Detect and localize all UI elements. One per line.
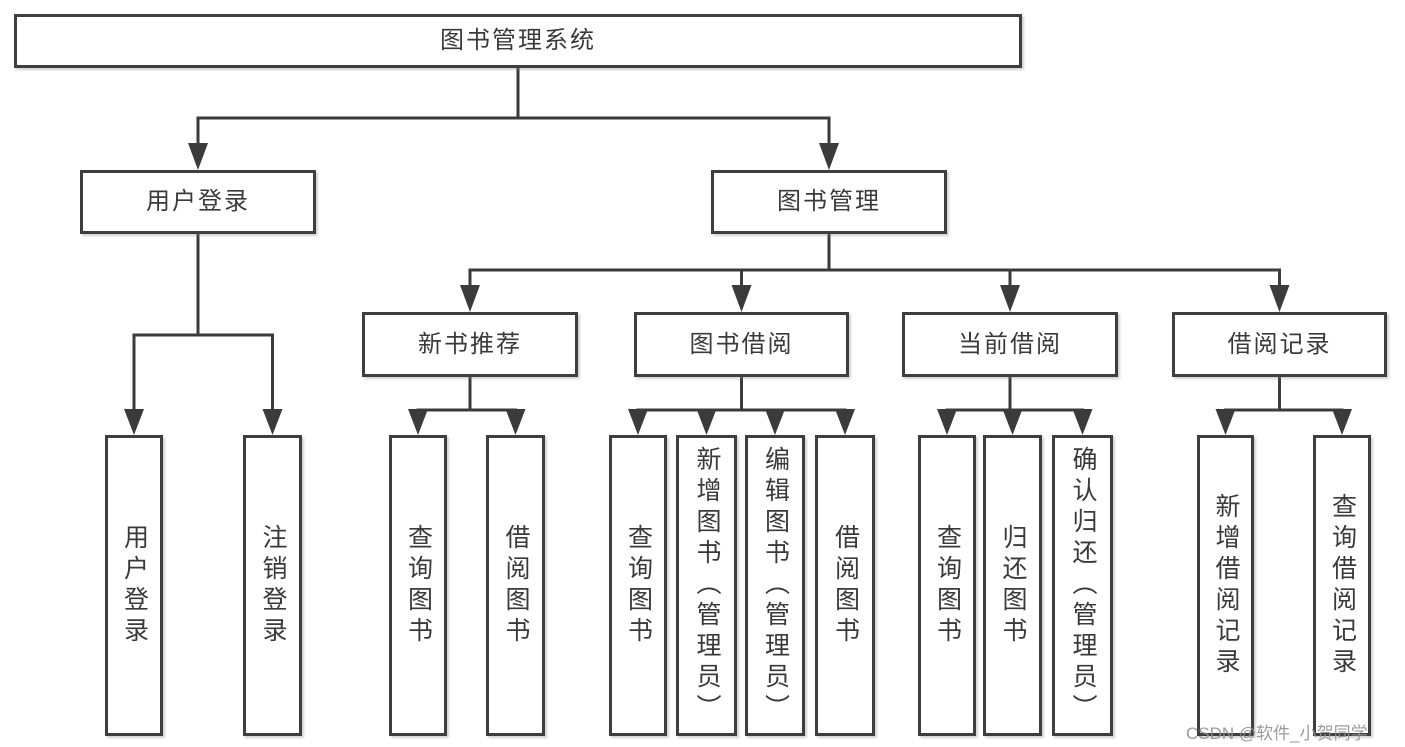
leaf-cb-return-books: 归还图书 (983, 435, 1042, 736)
connector-book-borrow-children (628, 377, 855, 435)
connector-book-mgmt-to-level3 (460, 234, 1290, 312)
leaf-cb-confirm-return-admin-label: 确认归还（管理员） (1069, 446, 1097, 725)
leaf-bb-add-books-admin-label: 新增图书（管理员） (693, 446, 721, 725)
node-borrow-records-label: 借阅记录 (1227, 330, 1332, 358)
leaf-user-login-label: 用户登录 (120, 523, 149, 648)
arrow-down-icon (1000, 285, 1020, 312)
leaf-user-login: 用户登录 (105, 435, 163, 736)
connector-current-borrow-children (937, 377, 1093, 435)
arrow-down-icon (731, 285, 752, 312)
arrow-down-icon (1072, 409, 1093, 435)
arrow-down-icon (1002, 409, 1023, 435)
connector-root-to-level2 (188, 68, 839, 170)
node-borrow-records: 借阅记录 (1172, 312, 1387, 377)
arrow-down-icon (505, 409, 526, 435)
leaf-cb-confirm-return-admin: 确认归还（管理员） (1052, 435, 1113, 736)
node-new-book-rec: 新书推荐 (362, 312, 578, 377)
arrow-down-icon (408, 409, 428, 435)
connector-line (468, 234, 1281, 286)
leaf-bb-add-books-admin: 新增图书（管理员） (676, 435, 737, 736)
node-user-login-label: 用户登录 (146, 188, 250, 215)
leaf-nbr-borrow-books: 借阅图书 (486, 435, 545, 736)
leaf-br-add-record-label: 新增借阅记录 (1212, 492, 1240, 679)
leaf-cb-query-books: 查询图书 (918, 435, 976, 736)
leaf-bb-borrow-books: 借阅图书 (815, 435, 875, 736)
arrow-down-icon (937, 409, 957, 435)
connector-line (132, 234, 274, 410)
arrow-down-icon (765, 409, 785, 435)
node-book-borrow: 图书借阅 (634, 312, 849, 377)
arrow-down-icon (696, 409, 717, 435)
leaf-logout-label: 注销登录 (259, 523, 287, 648)
leaf-bb-edit-books-admin: 编辑图书（管理员） (745, 435, 805, 736)
leaf-bb-query-books-label: 查询图书 (624, 523, 653, 648)
node-book-borrow-label: 图书借阅 (689, 330, 794, 358)
node-root: 图书管理系统 (14, 14, 1022, 68)
connector-line (945, 377, 1084, 412)
arrow-down-icon (1269, 285, 1290, 312)
leaf-br-add-record: 新增借阅记录 (1197, 435, 1254, 736)
leaf-cb-query-books-label: 查询图书 (933, 523, 962, 648)
leaf-bb-query-books: 查询图书 (609, 435, 667, 736)
connector-line (416, 377, 517, 412)
connector-new-book-rec-children (408, 377, 526, 435)
connector-line (636, 377, 847, 412)
leaf-bb-borrow-books-label: 借阅图书 (831, 523, 860, 648)
arrow-down-icon (460, 285, 480, 312)
leaf-logout: 注销登录 (243, 435, 302, 736)
connector-user-login-children (124, 234, 283, 435)
arrow-down-icon (188, 143, 208, 170)
connector-line (196, 68, 831, 144)
leaf-bb-edit-books-admin-label: 编辑图书（管理员） (761, 446, 790, 725)
node-user-login: 用户登录 (80, 170, 316, 234)
connector-borrow-records-children (1215, 377, 1352, 435)
node-current-borrow-label: 当前借阅 (958, 330, 1062, 358)
arrow-down-icon (124, 409, 144, 435)
arrow-down-icon (628, 409, 648, 435)
leaf-br-query-record-label: 查询借阅记录 (1328, 492, 1357, 679)
leaf-nbr-query-books: 查询图书 (389, 435, 447, 736)
leaf-cb-return-books-label: 归还图书 (999, 523, 1027, 648)
node-new-book-rec-label: 新书推荐 (418, 330, 522, 358)
leaf-nbr-borrow-books-label: 借阅图书 (502, 523, 530, 648)
arrow-down-icon (819, 143, 839, 170)
csdn-watermark: CSDN @软件_小贺同学 (1186, 724, 1368, 743)
arrow-down-icon (835, 409, 855, 435)
node-root-label: 图书管理系统 (440, 27, 596, 54)
arrow-down-icon (1332, 409, 1352, 435)
leaf-nbr-query-books-label: 查询图书 (404, 523, 433, 648)
connector-line (1224, 377, 1344, 412)
node-book-mgmt-label: 图书管理 (777, 188, 881, 215)
arrow-down-icon (1215, 409, 1236, 435)
arrow-down-icon (262, 409, 283, 435)
leaf-br-query-record: 查询借阅记录 (1313, 435, 1371, 736)
node-book-mgmt: 图书管理 (711, 170, 947, 234)
node-current-borrow: 当前借阅 (902, 312, 1118, 377)
